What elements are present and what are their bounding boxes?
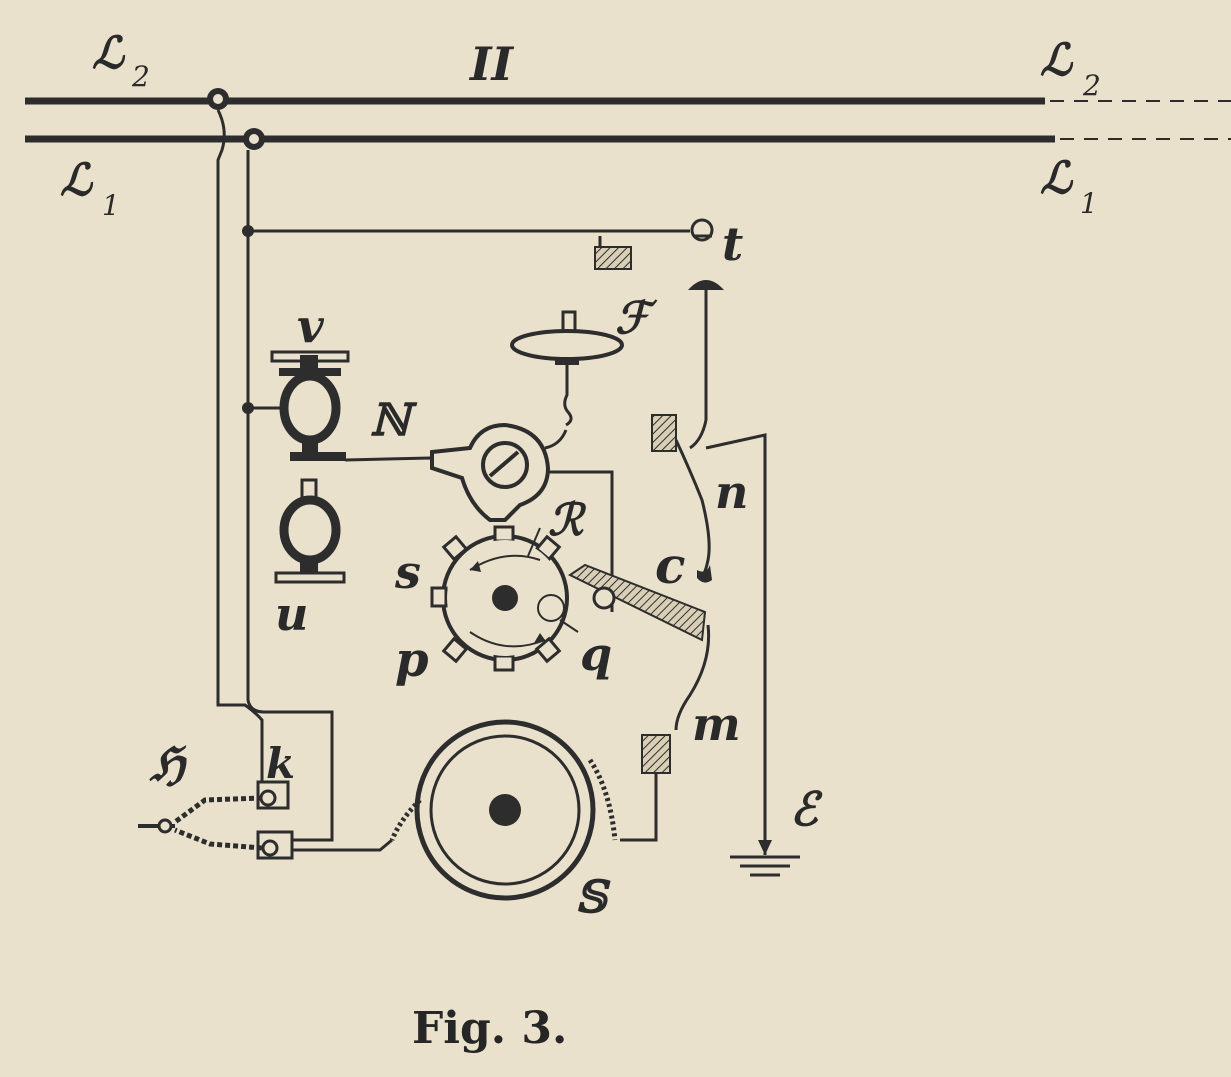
label-k: k (266, 739, 295, 788)
label-n: n (715, 465, 748, 519)
label-L2-left: ℒ 2 (92, 28, 150, 93)
contact-arm (568, 563, 707, 642)
label-s: s (394, 545, 421, 599)
label-u: u (275, 587, 308, 641)
label-L1-left: ℒ 1 (60, 155, 120, 222)
label-m: m (692, 697, 741, 751)
label-q: q (580, 627, 612, 681)
svg-text:ℒ: ℒ (1040, 35, 1074, 86)
label-H: ℌ (149, 737, 187, 791)
spring-m (620, 624, 711, 842)
svg-text:ℒ: ℒ (60, 155, 94, 206)
drum-roller (389, 719, 618, 901)
earth-symbol (730, 840, 800, 877)
label-L2-right: ℒ 2 (1040, 35, 1101, 102)
section-numeral: II (468, 37, 515, 91)
label-N: ℕ (370, 395, 418, 446)
key-t[interactable] (690, 218, 714, 242)
svg-text:2: 2 (131, 60, 150, 93)
lever-pivot (430, 422, 568, 522)
label-S: 𝕊 (575, 872, 611, 923)
label-E: ℰ (790, 782, 823, 836)
contact-F (688, 280, 724, 450)
magnet-v (270, 350, 350, 461)
svg-text:ℒ: ℒ (1040, 153, 1074, 204)
svg-text:1: 1 (1080, 187, 1098, 220)
plug-cord[interactable] (138, 795, 263, 851)
label-p: p (395, 632, 429, 688)
svg-text:ℒ: ℒ (92, 28, 126, 79)
figure-caption: Fig. 3. (412, 1003, 567, 1054)
gear-wheel (430, 525, 569, 672)
svg-text:1: 1 (102, 189, 120, 222)
label-t: t (722, 217, 743, 271)
magnet-u (274, 478, 346, 584)
feed-wires (216, 109, 334, 842)
label-R: ℛ (548, 495, 587, 546)
t-contact-block (594, 246, 632, 270)
label-L1-right: ℒ 1 (1040, 153, 1098, 220)
svg-text:2: 2 (1082, 69, 1101, 102)
label-v: v (297, 299, 325, 353)
label-c: c (655, 536, 685, 595)
hammer-top (510, 310, 624, 427)
spring-n (651, 414, 767, 840)
